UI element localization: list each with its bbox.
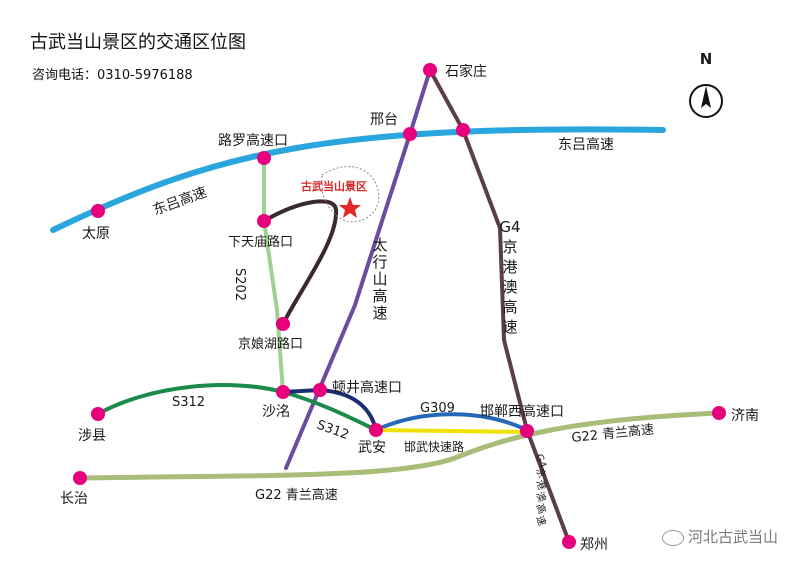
- vlab-g4-bottom-glyph: 港: [533, 478, 548, 492]
- label-shijiazhuang: 石家庄: [445, 63, 487, 80]
- vlab-g4-bottom-glyph: G4: [533, 453, 548, 470]
- label-handan: 邯郸西高速口: [480, 403, 564, 420]
- label-g22-south: G22 青兰高速: [255, 487, 338, 503]
- label-changzhi: 长治: [60, 491, 88, 507]
- vlab-g4-top-glyph: G4: [499, 218, 520, 236]
- vlab-g4-bottom-glyph: 高: [533, 502, 549, 516]
- map-title: 古武当山景区的交通区位图: [30, 32, 246, 53]
- node-xingtai: [403, 127, 417, 141]
- node-handan: [520, 424, 534, 438]
- watermark-text: 河北古武当山: [687, 528, 778, 546]
- label-xiatianmiao: 下天庙路口: [228, 234, 293, 250]
- label-taiyuan: 太原: [82, 226, 110, 242]
- node-lumo: [257, 151, 271, 165]
- vlab-g4-top-glyph: 澳: [502, 278, 517, 296]
- label-dunjing: 顿井高速口: [332, 379, 402, 396]
- label-shaluo: 沙洺: [262, 404, 290, 420]
- contact-phone: 咨询电话：0310-5976188: [32, 68, 193, 83]
- label-g309: G309: [420, 401, 455, 416]
- vlab-taihang-glyph: 高: [372, 287, 387, 305]
- label-dongl-west: 东吕高速: [151, 184, 209, 219]
- label-shexian: 涉县: [78, 428, 106, 444]
- vlab-g4-bottom-glyph: 速: [533, 514, 548, 528]
- node-wuan: [369, 423, 383, 437]
- label-jingniang: 京娘湖路口: [238, 336, 303, 352]
- road-hanwu-expressway: [374, 428, 529, 434]
- label-scenic-area: 古武当山景区: [301, 179, 367, 193]
- road-dongl-expressway: [50, 126, 666, 233]
- label-dongl-east: 东吕高速: [558, 136, 614, 153]
- label-jinan: 济南: [731, 408, 759, 424]
- scenic-area-outline: [321, 166, 380, 223]
- node-taiyuan: [91, 204, 105, 218]
- node-changzhi: [73, 471, 87, 485]
- node-dongl-junction: [456, 123, 470, 137]
- vlab-taihang-glyph: 太: [372, 236, 387, 254]
- node-shexian: [91, 407, 105, 421]
- node-dunjing: [313, 383, 327, 397]
- label-s312-east: S312: [315, 418, 351, 443]
- node-jinan: [712, 406, 726, 420]
- node-xiatianmiao: [257, 214, 271, 228]
- label-wuan: 武安: [358, 440, 386, 456]
- road-xiatianmiao-jingniang: [262, 199, 339, 326]
- vlab-taihang-glyph: 速: [372, 304, 387, 322]
- vlab-taihang-glyph: 山: [372, 270, 387, 288]
- wechat-icon: [661, 529, 684, 546]
- vlab-g4-top-glyph: 高: [502, 298, 517, 316]
- north-compass-icon: [689, 84, 723, 118]
- vlab-g4-bottom-glyph: 澳: [533, 490, 549, 504]
- watermark: 河北古武当山: [661, 526, 778, 547]
- vlab-g4-top-glyph: 速: [502, 318, 517, 336]
- road-g309: [374, 412, 529, 432]
- node-shijiazhuang: [423, 63, 437, 77]
- label-s312-west: S312: [172, 395, 205, 410]
- label-zhengzhou: 郑州: [580, 537, 608, 553]
- compass-north-label: N: [700, 50, 713, 68]
- label-s202: S202: [232, 268, 247, 301]
- node-jingniang: [276, 317, 290, 331]
- road-g4-jinggangao-expressway: [428, 68, 571, 544]
- label-hanwu: 邯武快速路: [404, 439, 464, 454]
- vlab-g4-bottom-glyph: 京: [533, 466, 549, 480]
- road-s202: [262, 156, 285, 394]
- road-g22-qinglan-expressway: [77, 410, 722, 481]
- vlab-g4-top-glyph: 京: [502, 238, 517, 256]
- label-xingtai: 邢台: [370, 112, 398, 128]
- vlab-g4-top-glyph: 港: [502, 258, 517, 276]
- vlab-taihang-glyph: 行: [372, 253, 387, 271]
- label-lumo: 路罗高速口: [218, 132, 288, 149]
- node-shaluo: [276, 385, 290, 399]
- node-zhengzhou: [562, 535, 576, 549]
- scenic-area-star-icon: [339, 197, 361, 218]
